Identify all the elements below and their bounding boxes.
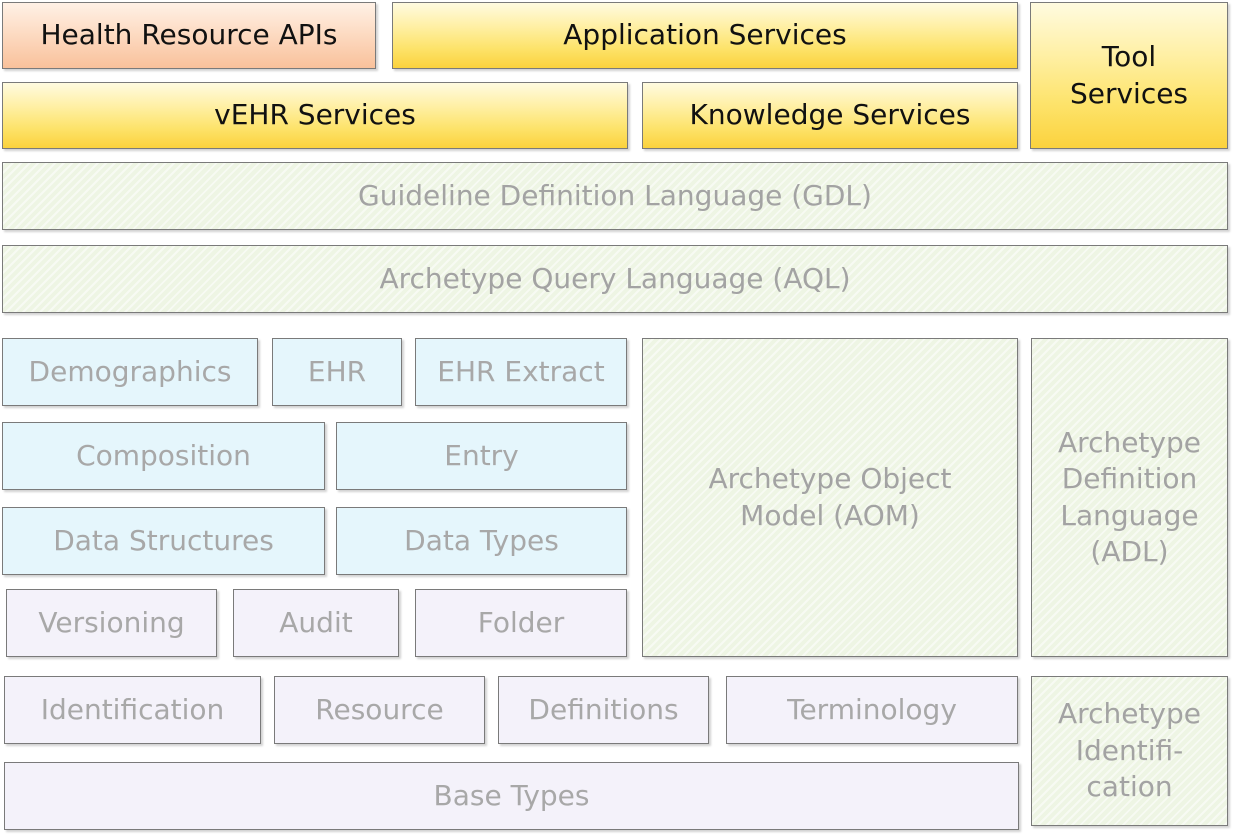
ehr-label: EHR — [307, 354, 367, 388]
data-structures-box: Data Structures — [2, 507, 325, 575]
demographics-box: Demographics — [2, 338, 258, 406]
aom-box: Archetype Object Model (AOM) — [642, 338, 1018, 657]
base-types-label: Base Types — [433, 778, 590, 812]
resource-label: Resource — [315, 692, 444, 726]
definitions-box: Definitions — [498, 676, 709, 744]
aql-label: Archetype Query Language (AQL) — [379, 261, 851, 295]
terminology-label: Terminology — [787, 692, 957, 726]
adl-label: Archetype Definition Language (ADL) — [1058, 425, 1201, 568]
archetype-identification-box: Archetype Identifi- cation — [1031, 676, 1228, 826]
health-resource-apis-label: Health Resource APIs — [40, 18, 338, 52]
vehr-services-box: vEHR Services — [2, 82, 628, 149]
audit-box: Audit — [233, 589, 399, 657]
aom-label: Archetype Object Model (AOM) — [708, 462, 952, 532]
resource-box: Resource — [274, 676, 485, 744]
entry-label: Entry — [444, 438, 519, 472]
folder-box: Folder — [415, 589, 627, 657]
adl-box: Archetype Definition Language (ADL) — [1031, 338, 1228, 657]
tool-services-box: Tool Services — [1030, 2, 1228, 149]
audit-label: Audit — [279, 605, 353, 639]
knowledge-services-label: Knowledge Services — [689, 98, 971, 132]
entry-box: Entry — [336, 422, 627, 490]
demographics-label: Demographics — [28, 354, 232, 388]
versioning-box: Versioning — [6, 589, 217, 657]
aql-box: Archetype Query Language (AQL) — [2, 245, 1228, 313]
identification-box: Identification — [4, 676, 261, 744]
ehr-box: EHR — [272, 338, 402, 406]
identification-label: Identification — [40, 692, 225, 726]
gdl-label: Guideline Definition Language (GDL) — [358, 178, 872, 212]
application-services-box: Application Services — [392, 2, 1018, 69]
composition-label: Composition — [76, 438, 251, 472]
application-services-label: Application Services — [563, 18, 847, 52]
terminology-box: Terminology — [726, 676, 1018, 744]
base-types-box: Base Types — [4, 762, 1019, 830]
ehr-extract-label: EHR Extract — [437, 354, 605, 388]
vehr-services-label: vEHR Services — [214, 98, 416, 132]
folder-label: Folder — [477, 605, 565, 639]
data-structures-label: Data Structures — [53, 523, 274, 557]
archetype-identification-label: Archetype Identifi- cation — [1058, 697, 1201, 804]
ehr-extract-box: EHR Extract — [415, 338, 627, 406]
data-types-label: Data Types — [404, 523, 559, 557]
versioning-label: Versioning — [38, 605, 185, 639]
tool-services-label: Tool Services — [1069, 40, 1189, 110]
health-resource-apis-box: Health Resource APIs — [2, 2, 376, 69]
gdl-box: Guideline Definition Language (GDL) — [2, 162, 1228, 230]
data-types-box: Data Types — [336, 507, 627, 575]
definitions-label: Definitions — [528, 692, 679, 726]
knowledge-services-box: Knowledge Services — [642, 82, 1018, 149]
composition-box: Composition — [2, 422, 325, 490]
